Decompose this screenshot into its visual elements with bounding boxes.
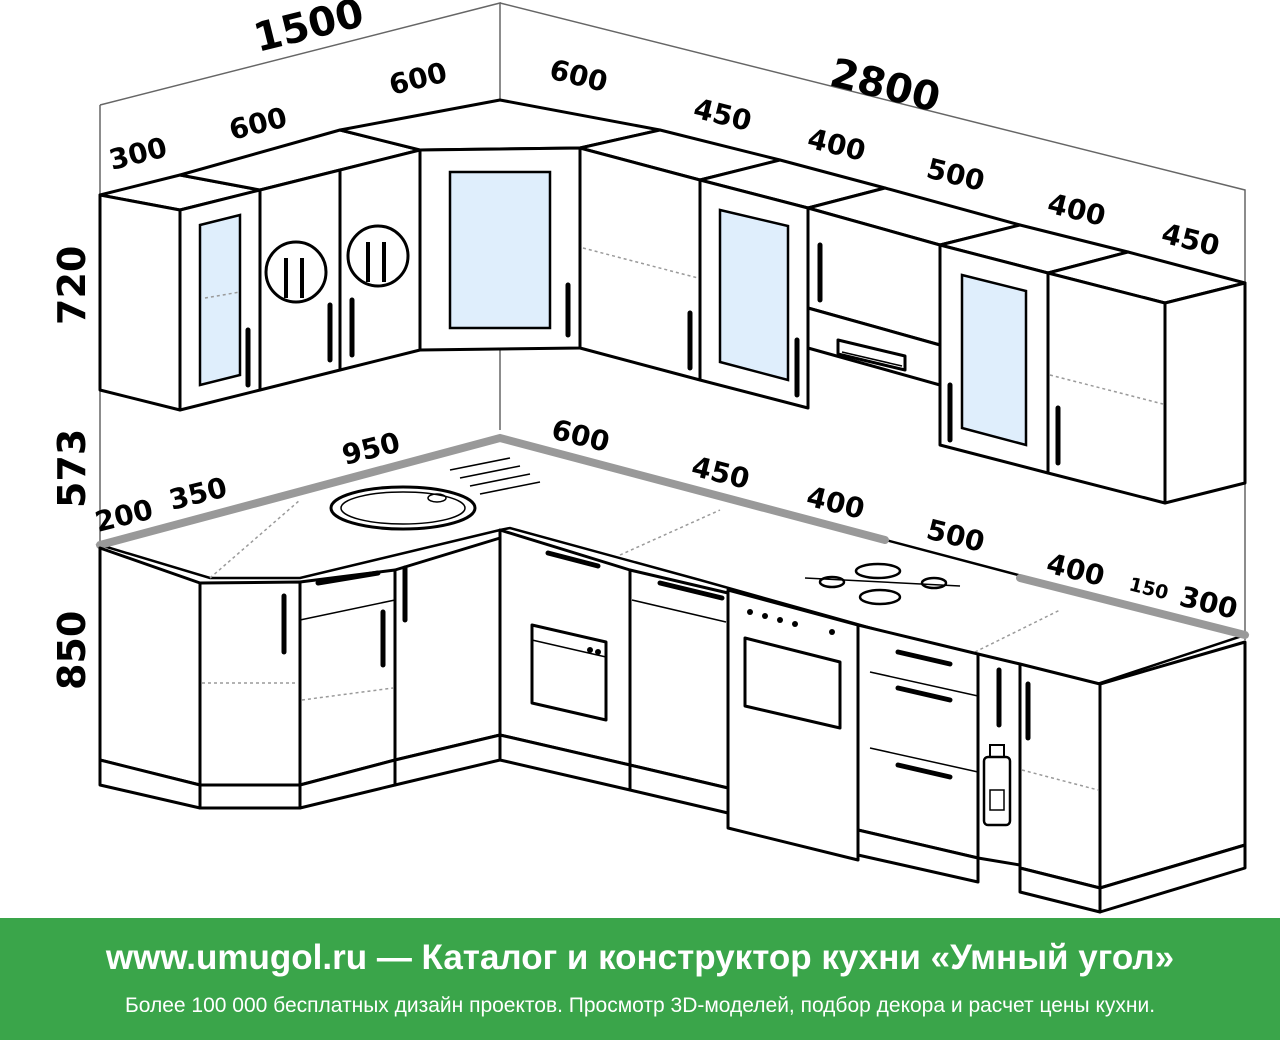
dim-upper-back: 400 — [1044, 187, 1109, 233]
dim-base-height: 850 — [50, 611, 94, 690]
sink[interactable] — [329, 485, 477, 531]
dishwasher-icon — [530, 623, 608, 722]
footer-banner: www.umugol.ru — Каталог и конструктор ку… — [0, 918, 1280, 1040]
dim-upper-back: 600 — [546, 53, 611, 99]
footer-title[interactable]: www.umugol.ru — Каталог и конструктор ку… — [105, 938, 1175, 977]
dim-upper-back: 500 — [923, 152, 988, 198]
oven-door[interactable] — [743, 636, 842, 730]
oven-knobs[interactable] — [747, 609, 835, 635]
upper-cabinets — [98, 98, 1247, 505]
dim-back-wall-total: 2800 — [826, 50, 945, 122]
glass-door — [718, 208, 790, 382]
cooktop[interactable] — [804, 562, 961, 606]
glass-door — [448, 170, 552, 330]
dim-upper-left: 300 — [106, 131, 171, 177]
bottle-icon — [982, 744, 1012, 827]
dim-base-back: 150 — [1127, 574, 1171, 605]
dim-upper-left: 600 — [226, 101, 291, 147]
kitchen-diagram: 1500 2800 720 573 850 300 600 600 600 45… — [50, 0, 1250, 914]
range-hood — [806, 306, 942, 387]
dim-upper-left: 600 — [386, 56, 451, 102]
footer-subtitle: Более 100 000 бесплатных дизайн проектов… — [124, 994, 1156, 1017]
glass-door — [960, 273, 1028, 447]
cutlery-icon — [264, 240, 328, 304]
base-cabinets — [98, 528, 1247, 914]
dim-gap-height: 573 — [50, 429, 94, 508]
dim-upper-back: 400 — [804, 122, 869, 168]
dim-upper-back: 450 — [1158, 217, 1223, 263]
dim-upper-height: 720 — [50, 246, 94, 325]
cutlery-icon — [346, 224, 410, 288]
countertop — [95, 433, 1250, 690]
dim-upper-back: 450 — [690, 92, 755, 138]
glass-door — [198, 213, 242, 387]
drain-board — [449, 457, 541, 495]
